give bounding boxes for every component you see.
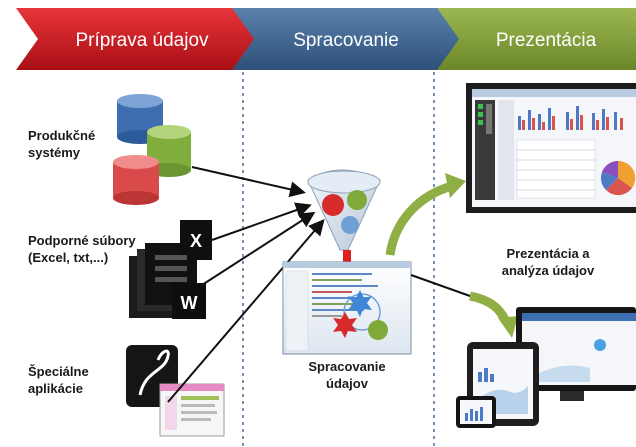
arrow-processing-to-devices (410, 274, 471, 297)
label-presentation-analysis: Prezentácia a analýza údajov (488, 245, 608, 279)
label-special-line1: Špeciálne (28, 364, 89, 379)
database-red-icon (113, 155, 159, 205)
label-support-line1: Podporné súbory (28, 233, 136, 248)
label-support-line2: (Excel, txt,...) (28, 250, 109, 265)
dashboard-pie-chart (600, 160, 636, 196)
label-presentation-line2: analýza údajov (501, 263, 595, 278)
green-arrow-to-desktop-icon (385, 173, 466, 256)
stage-label-presentation: Prezentácia (496, 30, 597, 51)
stage-chevron-processing (232, 8, 465, 70)
label-presentation-line1: Prezentácia a (506, 246, 590, 261)
label-processing-line2: údajov (326, 376, 368, 391)
label-production-systems: Produkčné systémy (28, 127, 95, 161)
arrow-special-to-funnel (167, 218, 325, 403)
label-production-line1: Produkčné (28, 128, 96, 143)
arrow-support-to-funnel (211, 202, 312, 241)
label-special-applications: Špeciálne aplikácie (28, 363, 89, 397)
label-processing-line1: Spracovanie (308, 359, 386, 374)
arrow-excel-to-funnel (201, 211, 316, 286)
arrow-production-to-funnel (191, 166, 306, 198)
database-green-icon (147, 125, 191, 177)
funnel-icon (307, 169, 381, 251)
devices-illustration (456, 307, 636, 428)
stage-chevron-presentation (437, 8, 636, 70)
dashboard-monitor (466, 83, 636, 213)
label-data-processing: Spracovanie údajov (297, 358, 397, 392)
stage-chevron-preparation (16, 8, 260, 70)
special-application-icon (126, 345, 225, 437)
svg-text:W: W (181, 293, 198, 313)
green-arrow-to-devices-icon (469, 291, 518, 338)
label-production-line2: systémy (28, 145, 81, 160)
processing-screenshot (282, 261, 412, 355)
stage-label-preparation: Príprava údajov (75, 30, 209, 51)
stage-label-processing: Spracovanie (293, 30, 399, 51)
svg-text:X: X (190, 231, 202, 251)
label-support-files: Podporné súbory (Excel, txt,...) (28, 232, 136, 266)
excel-files-icon: X W (129, 220, 212, 319)
label-special-line2: aplikácie (28, 381, 83, 396)
dashboard-bars (518, 106, 623, 130)
database-cylinders-icon (113, 94, 191, 205)
